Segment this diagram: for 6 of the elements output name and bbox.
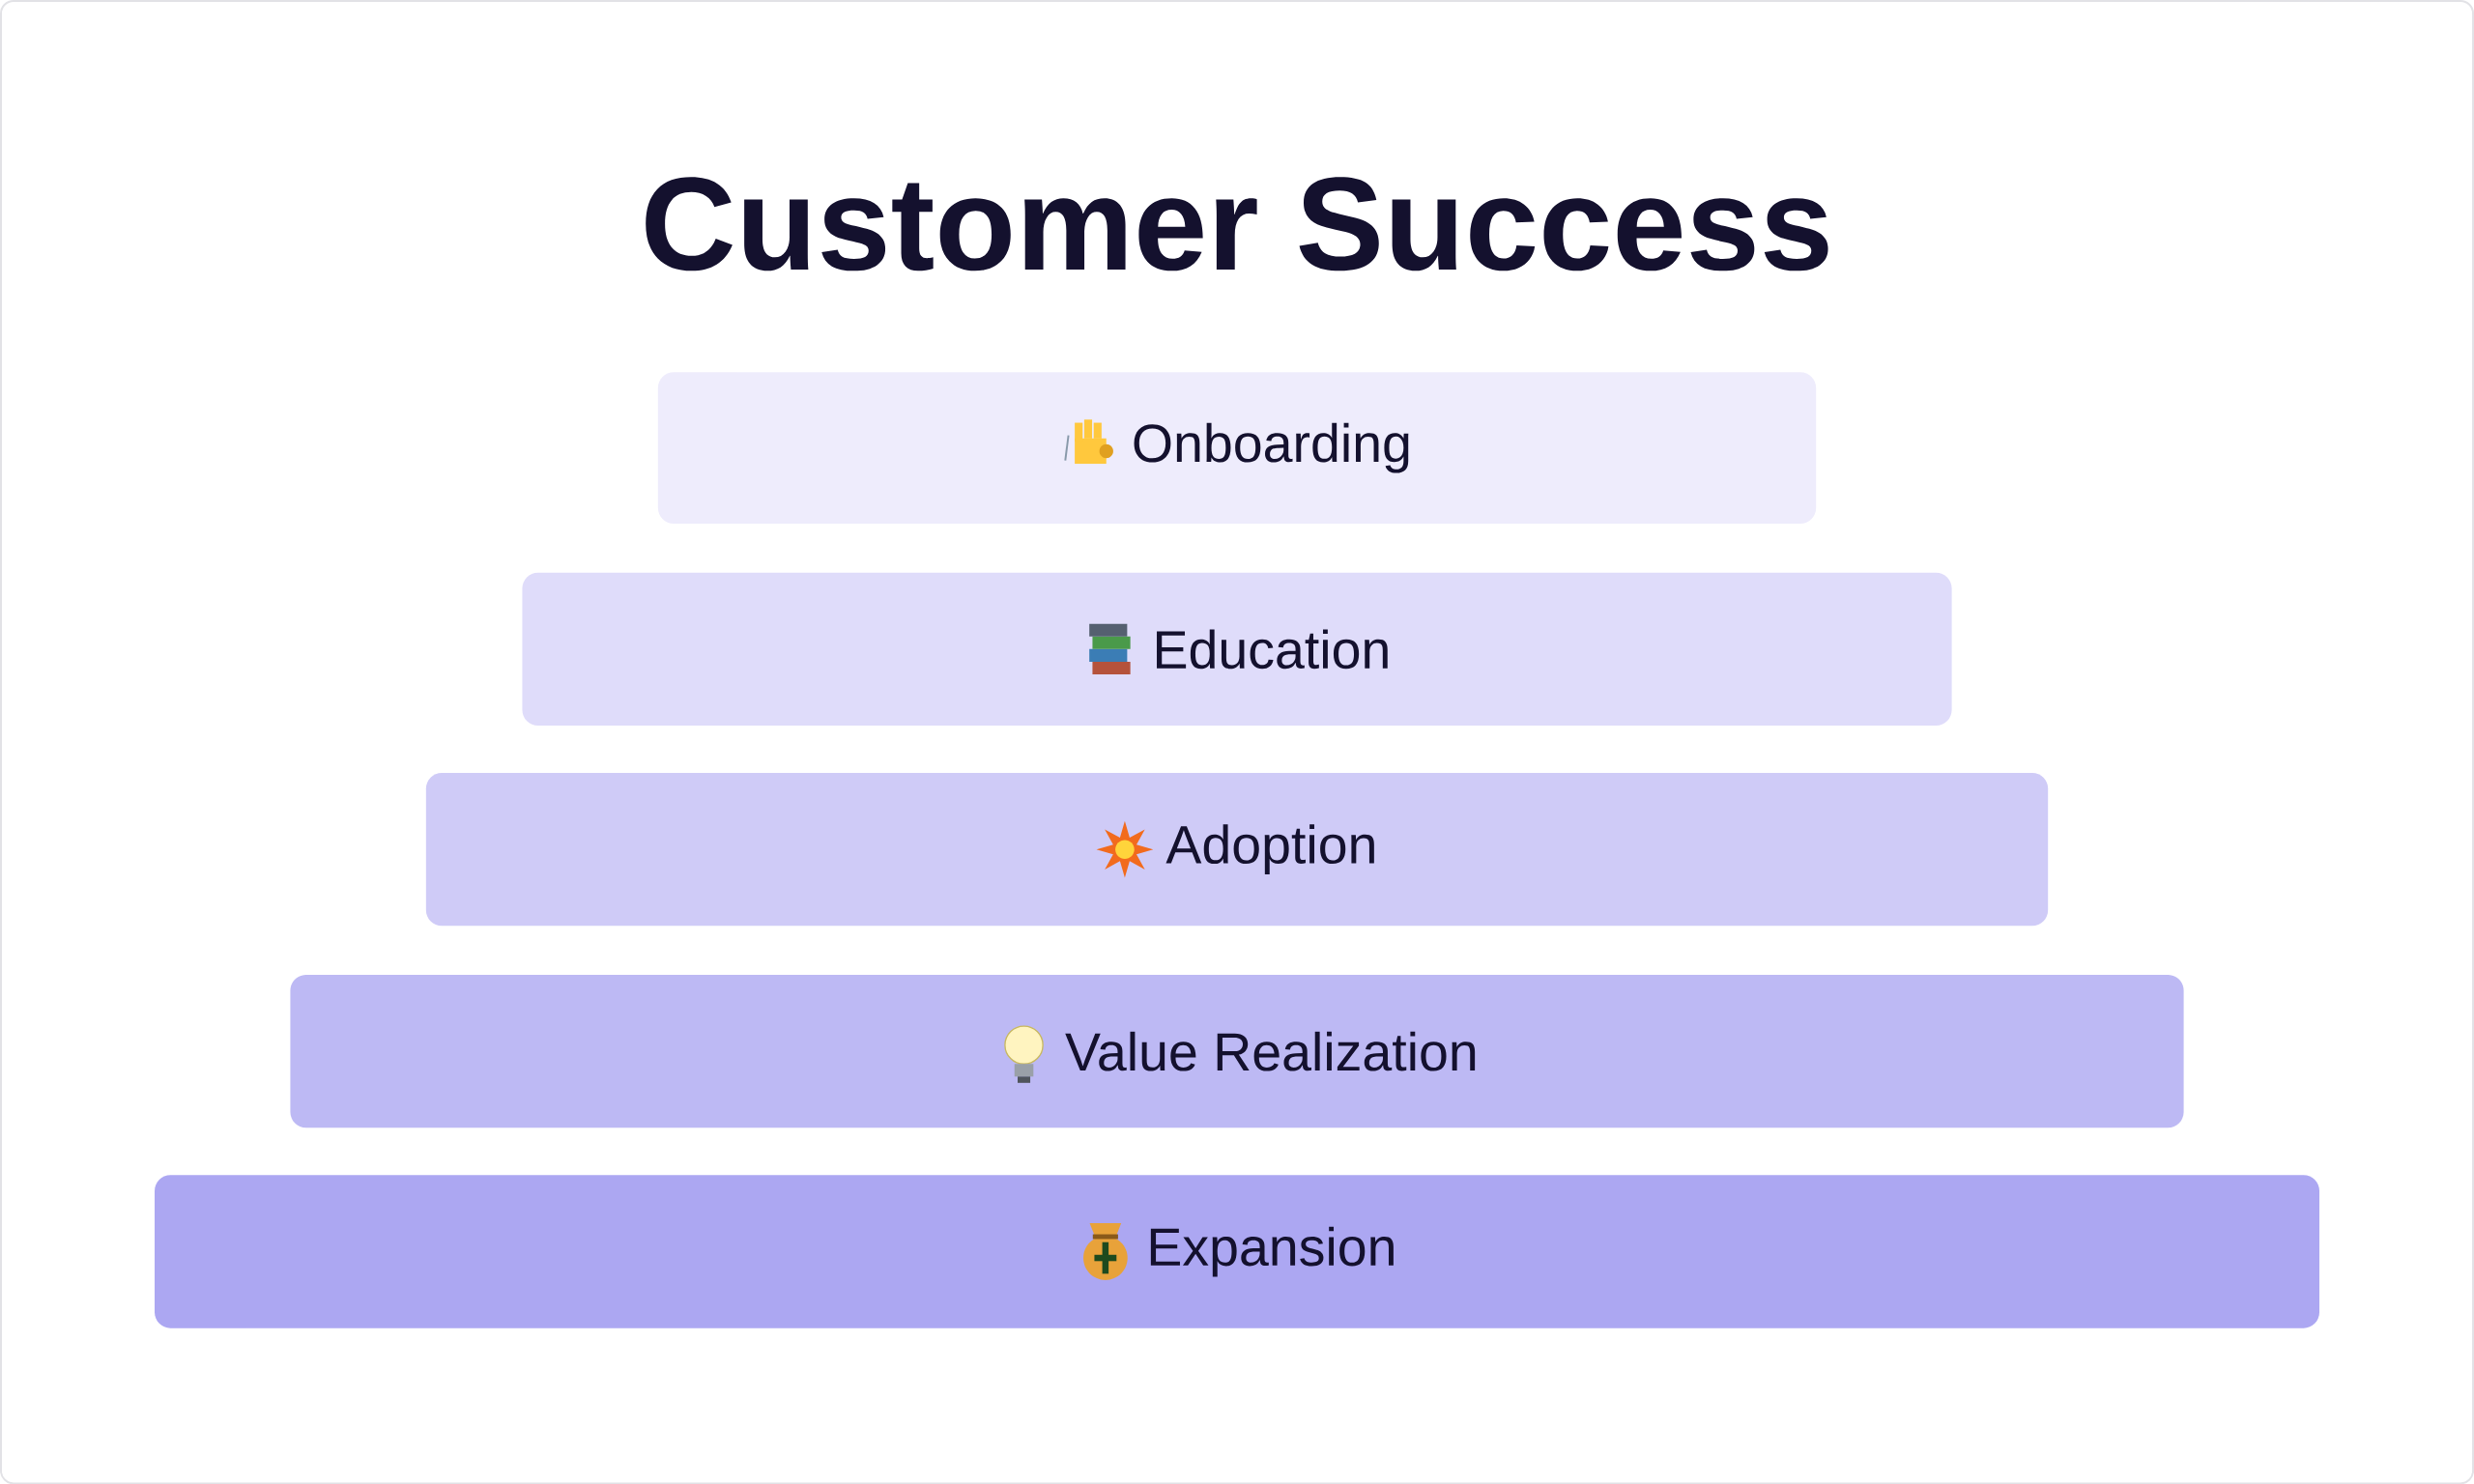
title: Customer Success bbox=[646, 177, 1828, 271]
stage-bar: Onboarding bbox=[657, 372, 1817, 524]
stage-bar: Adoption bbox=[425, 772, 2049, 927]
stage-bar: Education bbox=[522, 572, 1952, 726]
stage-bar: Value Realization bbox=[290, 974, 2184, 1128]
stage-bar: Expansion bbox=[155, 1175, 2319, 1328]
